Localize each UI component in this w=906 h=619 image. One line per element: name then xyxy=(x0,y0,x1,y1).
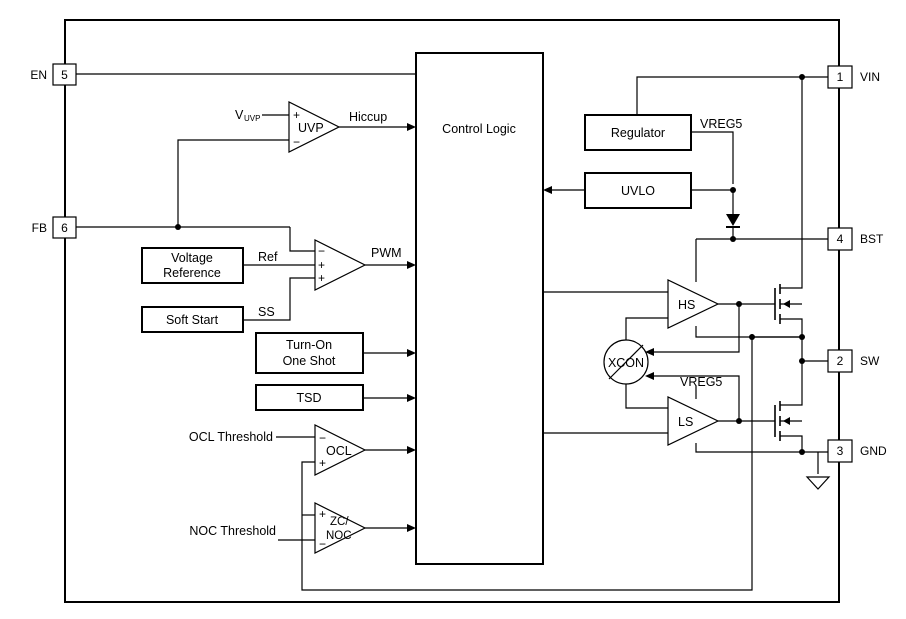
ls-driver xyxy=(667,396,720,446)
regulator-label: Regulator xyxy=(611,126,665,140)
xcon-slash xyxy=(608,344,644,380)
ss-wire xyxy=(243,277,315,321)
pwm-minus-sign: − xyxy=(318,244,325,258)
uvp-minus-sign: − xyxy=(293,135,300,149)
noc-threshold-label: NOC Threshold xyxy=(189,524,276,538)
ocl-arrow xyxy=(407,446,416,454)
pwm-plus-sign-1: + xyxy=(318,258,325,272)
sw-sense-wire xyxy=(301,334,753,591)
bootstrap-diode-icon xyxy=(726,214,740,226)
soft-start-label: Soft Start xyxy=(166,313,219,327)
tsd-label: TSD xyxy=(297,391,322,405)
ls-drain-wire xyxy=(780,378,803,406)
voltage-reference-label-1: Voltage xyxy=(171,251,213,265)
ls-out-dot xyxy=(736,418,742,424)
zc-minus-sign: − xyxy=(319,537,326,551)
zc-plus-sign: + xyxy=(319,507,326,521)
zc-label-1: ZC/ xyxy=(330,516,349,528)
xcon-label: XCON xyxy=(608,356,644,370)
turn-on-label-2: One Shot xyxy=(283,354,336,368)
control-logic-label: Control Logic xyxy=(442,122,516,136)
regulator-block xyxy=(584,114,692,151)
hs-driver xyxy=(667,279,720,329)
pwm-arrow xyxy=(407,261,416,269)
pin-gnd-box xyxy=(827,439,853,463)
ground-icon xyxy=(805,476,831,490)
zc-arrow xyxy=(407,524,416,532)
vin-to-regulator-wire xyxy=(636,76,802,115)
uvp-label: UVP xyxy=(298,121,324,135)
ls-to-xcon-wire xyxy=(651,375,740,421)
sw-top-dot xyxy=(799,334,805,340)
pin-en-number: 5 xyxy=(61,68,68,82)
pin-vin-number: 1 xyxy=(837,70,844,84)
xcon-to-ls-wire xyxy=(625,384,668,409)
hs-label: HS xyxy=(678,298,695,312)
pin-vin-name: VIN xyxy=(860,70,880,84)
ref-label: Ref xyxy=(258,250,278,264)
uvp-minus-wire xyxy=(177,139,289,227)
hiccup-arrow xyxy=(407,123,416,131)
vreg5-top-label: VREG5 xyxy=(700,117,742,131)
pin-sw-name: SW xyxy=(860,354,880,368)
xcon-to-hs-wire xyxy=(625,317,668,340)
hs-drain-wire xyxy=(780,77,803,289)
pin-fb-number: 6 xyxy=(61,221,68,235)
sw-junction-dot xyxy=(799,358,805,364)
hs-to-xcon-wire xyxy=(651,304,740,353)
voltage-reference-label-2: Reference xyxy=(163,266,221,280)
uvlo-arrow xyxy=(543,186,552,194)
pin-gnd-name: GND xyxy=(860,444,887,458)
zc-noc-comparator xyxy=(314,502,367,554)
tsd-arrow xyxy=(407,394,416,402)
ocl-label: OCL xyxy=(326,444,352,458)
uvp-comparator xyxy=(288,101,341,153)
vuvp-label: V xyxy=(235,108,244,122)
hs-mosfet-arrow xyxy=(783,300,790,308)
zc-label-2: NOC xyxy=(326,530,352,542)
ss-label: SS xyxy=(258,305,275,319)
sw-sense-dot xyxy=(749,334,755,340)
bst-junction-dot xyxy=(730,236,736,242)
fb-to-pwm-wire xyxy=(289,227,315,252)
pin-gnd-number: 3 xyxy=(837,444,844,458)
fb-junction-dot xyxy=(175,224,181,230)
vuvp-subscript: UVP xyxy=(244,114,260,123)
pin-sw-number: 2 xyxy=(837,354,844,368)
uvp-plus-sign: + xyxy=(293,108,300,122)
gnd-junction-dot xyxy=(799,449,805,455)
ls-mosfet-arrow xyxy=(783,417,790,425)
pin-fb-name: FB xyxy=(32,221,47,235)
ocl-minus-sign: − xyxy=(319,431,326,445)
pin-bst-number: 4 xyxy=(837,232,844,246)
pwm-label: PWM xyxy=(371,246,402,260)
turn-on-arrow xyxy=(407,349,416,357)
control-logic-block xyxy=(415,52,544,565)
ls-to-xcon-arrow xyxy=(645,372,654,380)
pin-en-name: EN xyxy=(30,68,47,82)
soft-start-block xyxy=(141,306,244,333)
ocl-plus-sign: + xyxy=(319,456,326,470)
hs-to-xcon-arrow xyxy=(645,348,654,356)
uvlo-label: UVLO xyxy=(621,184,655,198)
hs-source-wire xyxy=(780,318,803,337)
pwm-plus-sign-2: + xyxy=(318,271,325,285)
vreg5-ls-label: VREG5 xyxy=(680,375,722,389)
ocl-threshold-label: OCL Threshold xyxy=(189,430,273,444)
voltage-reference-block xyxy=(141,247,244,284)
ls-label: LS xyxy=(678,415,693,429)
ls-source-wire xyxy=(780,435,803,452)
hiccup-label: Hiccup xyxy=(349,110,387,124)
turn-on-label-1: Turn-On xyxy=(286,338,332,352)
vreg5-wire xyxy=(691,131,734,184)
ls-return-wire xyxy=(695,443,802,453)
pin-bst-name: BST xyxy=(860,232,884,246)
ocl-comparator xyxy=(314,424,367,476)
turn-on-one-shot-block xyxy=(255,332,364,374)
